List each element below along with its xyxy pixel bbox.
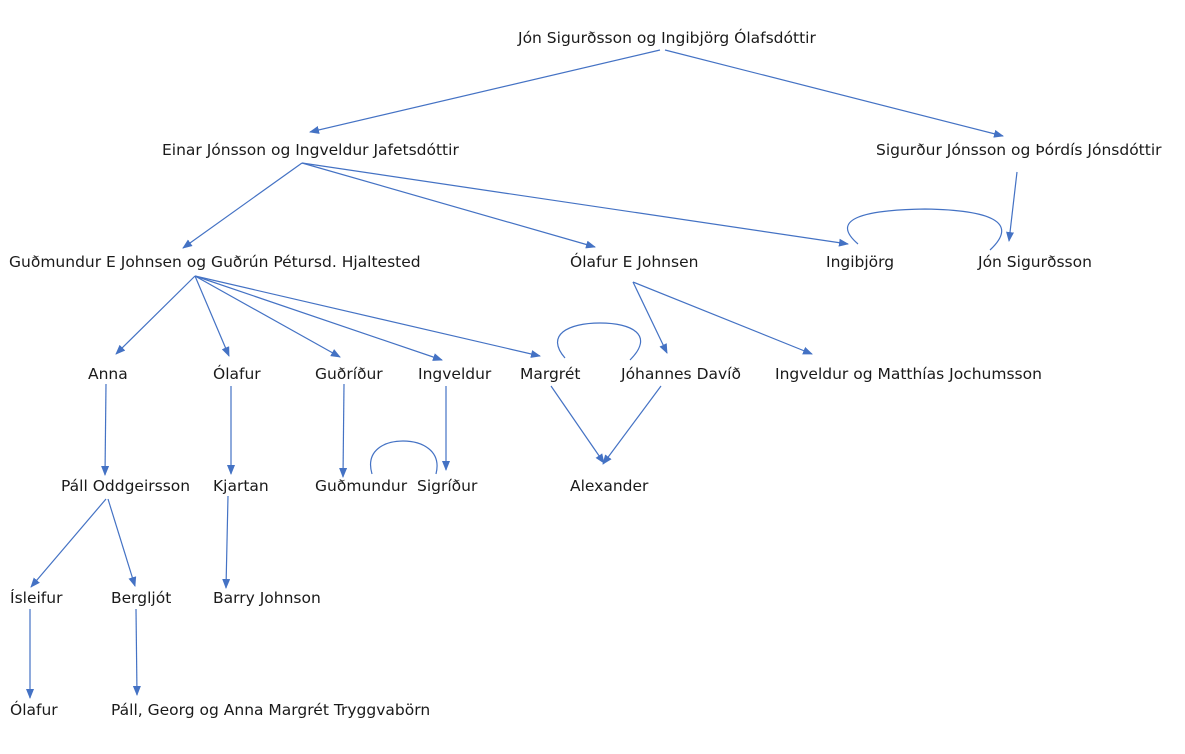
node-alexander: Alexander <box>570 477 649 495</box>
edge-einar-olafur-e <box>301 162 596 249</box>
edge-olafur-e-ingveldur-m <box>632 281 813 355</box>
edge-gudmundur-e-olafur2 <box>194 275 230 357</box>
node-jon-sigurdsson: Jón Sigurðsson <box>978 253 1092 271</box>
node-gudmundur-e-johnsen-and-gudrun: Guðmundur E Johnsen og Guðrún Pétursd. H… <box>9 253 421 271</box>
node-einar-and-ingveldur: Einar Jónsson og Ingveldur Jafetsdóttir <box>162 141 459 159</box>
edge-einar-gudmundur-e <box>182 162 303 249</box>
node-isleifur: Ísleifur <box>10 589 63 607</box>
edge-pall-bergljot <box>107 498 137 587</box>
edge-gudmundur-e-ingveldur <box>194 275 443 361</box>
edge-gudmundur-e-gudridur <box>194 275 341 358</box>
marriage-arc-gudmundur2-sigridur <box>370 440 438 475</box>
node-gudmundur: Guðmundur <box>315 477 408 495</box>
node-pall-oddgeirsson: Páll Oddgeirsson <box>61 477 191 495</box>
edge-gudridur-gudmundur2 <box>339 383 348 478</box>
node-olafur: Ólafur <box>213 365 261 383</box>
node-barry-johnson: Barry Johnson <box>213 589 321 607</box>
node-ingveldur: Ingveldur <box>418 365 492 383</box>
edge-root-sigurdur <box>664 49 1004 138</box>
marriage-arc-margret-johannes <box>557 322 642 361</box>
node-johannes-david: Jóhannes Davíð <box>621 365 741 383</box>
node-ingveldur-and-matthias: Ingveldur og Matthías Jochumsson <box>775 365 1042 383</box>
node-kjartan: Kjartan <box>213 477 269 495</box>
node-pall-georg-anna-margret: Páll, Georg og Anna Margrét Tryggvabörn <box>111 701 431 719</box>
edge-einar-ingibjorg <box>301 162 849 247</box>
node-anna: Anna <box>88 365 128 383</box>
edge-root-einar <box>309 49 661 134</box>
node-gudridur: Guðríður <box>315 365 383 383</box>
edge-pall-isleifur <box>30 498 107 588</box>
node-sigridur: Sigríður <box>417 477 478 495</box>
node-jon-and-ingibjorg: Jón Sigurðsson og Ingibjörg Ólafsdóttir <box>518 29 816 47</box>
node-olafur-grandchild: Ólafur <box>10 701 58 719</box>
edge-sigurdur-jon <box>1006 171 1018 242</box>
edge-margret-alexander <box>550 385 605 464</box>
edge-olafur-e-johannes <box>632 281 668 354</box>
edge-kjartan-barry <box>222 495 231 589</box>
edge-anna-pall <box>101 383 110 476</box>
node-bergljot: Bergljót <box>111 589 172 607</box>
node-olafur-e-johnsen: Ólafur E Johnsen <box>570 253 699 271</box>
edge-bergljot-pall-georg <box>132 608 141 696</box>
edge-gudmundur-e-anna <box>115 275 196 355</box>
node-ingibjorg: Ingibjörg <box>826 253 895 271</box>
edge-johannes-alexander <box>602 385 662 465</box>
node-margret: Margrét <box>520 365 581 383</box>
edge-gudmundur-e-margret <box>194 275 541 358</box>
marriage-arc-ingibjorg-jon <box>846 208 1003 251</box>
node-sigurdur-and-thordis: Sigurður Jónsson og Þórdís Jónsdóttir <box>876 141 1162 159</box>
